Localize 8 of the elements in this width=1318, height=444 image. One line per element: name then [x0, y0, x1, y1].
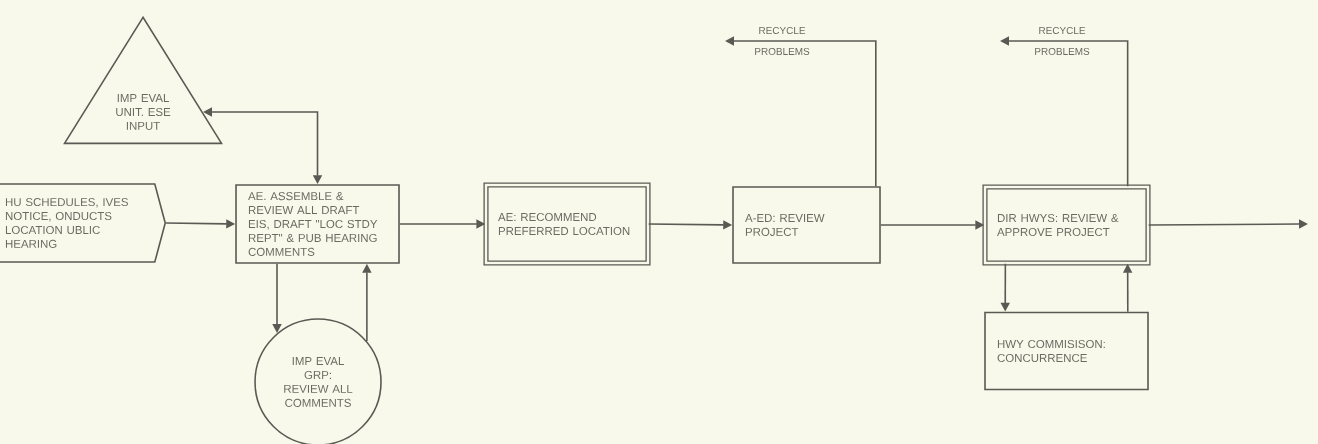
- edge-label: RECYCLE PROBLEMS: [755, 27, 810, 55]
- edge-label: RECYCLE PROBLEMS: [1035, 27, 1090, 55]
- pentagon-arrow-box: HU SCHEDULES, IVES NOTICE, ONDUCTS LOCATION UBLIC HEARING: [0, 183, 167, 263]
- process-box: AE: RECOMMEND PREFERRED LOCATION: [483, 182, 651, 266]
- process-box: DIR HWYS: REVIEW & APPROVE PROJECT: [982, 184, 1151, 266]
- process-box: HWY COMMISISON: CONCURRENCE: [984, 311, 1149, 391]
- process-box: A-ED: REVIEW PROJECT: [732, 186, 881, 264]
- process-box: AE. ASSEMBLE & REVIEW ALL DRAFT EIS, DRAFT "LOC STDY REPT" & PUB HEARING COMMENTS: [235, 184, 400, 264]
